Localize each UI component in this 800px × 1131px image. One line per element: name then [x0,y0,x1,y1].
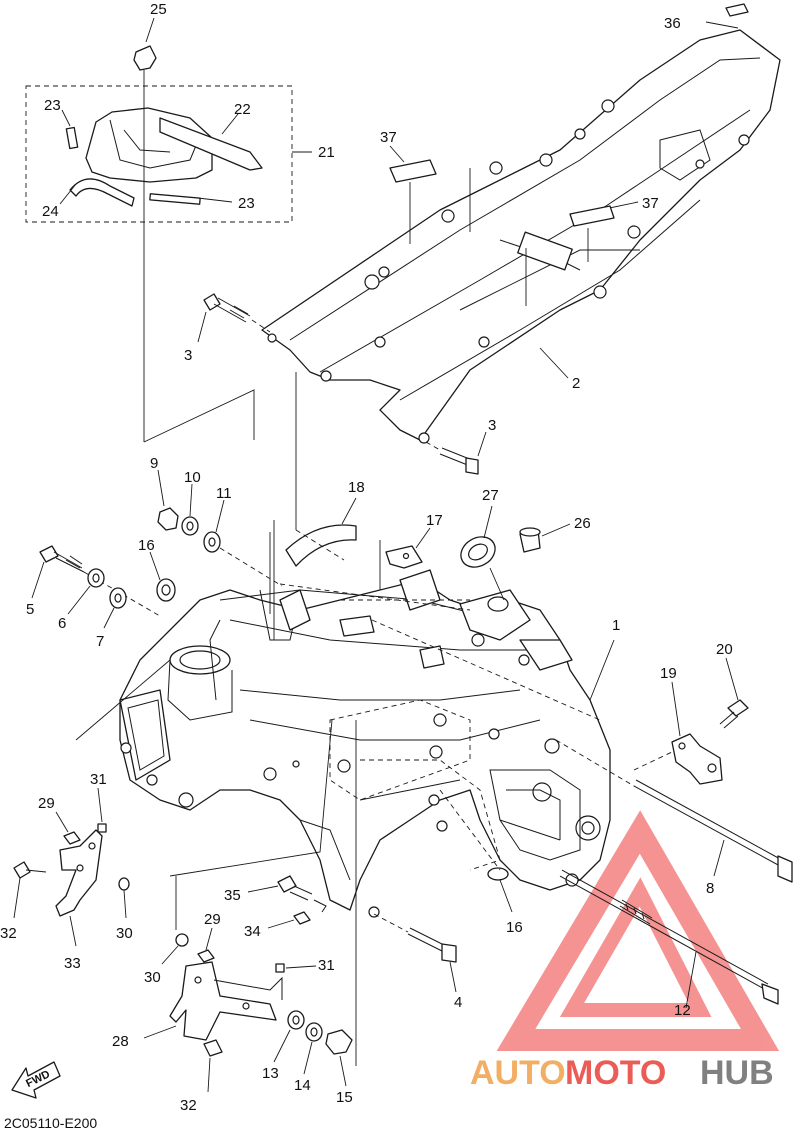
watermark-triangle-logo [496,810,780,1051]
callout-33: 33 [64,955,81,972]
callout-21: 21 [318,144,335,161]
callout-25: 25 [150,1,167,18]
bolt-35 [247,875,327,913]
callout-23-upper: 23 [44,97,61,114]
callout-15: 15 [336,1089,353,1106]
callout-24: 24 [42,203,59,220]
bracket-33 [55,829,103,947]
collar-30-center [161,933,189,965]
bracket-28 [143,961,283,1041]
nut-9 [157,469,179,531]
bolt-32-center [203,1039,223,1093]
callout-27: 27 [482,487,499,504]
callout-8: 8 [706,880,714,897]
watermark-auto: AUTO [470,1054,566,1092]
callout-23-lower: 23 [238,195,255,212]
callout-11: 11 [216,485,232,502]
callout-16-right: 16 [506,919,523,936]
callout-20: 20 [716,641,733,658]
callout-13: 13 [262,1065,279,1082]
callout-29-left: 29 [38,795,55,812]
bolt-25 [133,17,157,442]
shaft-12 [559,869,779,1009]
callout-36: 36 [664,15,681,32]
collar-10 [181,483,199,536]
callout-26: 26 [574,515,591,532]
frame-bracket-details [279,569,573,671]
watermark [496,810,780,1051]
watermark-moto: MOTO [565,1054,666,1092]
fwd-arrow-icon: FWD [11,1061,61,1099]
callout-16-left: 16 [138,537,155,554]
callout-9: 9 [150,455,158,472]
nut-29-left [55,811,81,845]
callout-2: 2 [572,375,580,392]
collar-14 [303,1022,323,1075]
callout-28: 28 [112,1033,129,1050]
bolt-5 [31,545,161,617]
bolt-20 [719,657,749,729]
callout-labels: 1 2 3 3 4 5 6 7 8 9 10 11 12 13 14 15 16… [0,1,733,1114]
cover-assembly-group [25,85,312,223]
callout-35: 35 [224,887,241,904]
callout-3-upper: 3 [184,347,192,364]
plug-26 [519,523,571,553]
guide-lines [75,372,673,1066]
grommet-27 [460,505,505,601]
callout-17: 17 [426,512,443,529]
callout-30-center: 30 [144,969,161,986]
callout-1: 1 [612,617,620,634]
tape-23-top [65,126,79,150]
tape-23-bottom [149,193,201,205]
callout-7: 7 [96,633,104,650]
seal-strip-24 [69,178,135,207]
callout-30-left: 30 [116,925,133,942]
bracket-19 [671,681,723,785]
rear-subframe-part-2 [261,21,781,444]
callout-37-upper: 37 [380,129,397,146]
nut-34 [267,911,311,929]
callout-31-left: 31 [90,771,107,788]
watermark-hub: HUB [700,1054,774,1092]
nut-29-center [197,927,215,963]
callout-18: 18 [348,479,365,496]
callout-32-left: 32 [0,925,17,942]
main-frame-part-1 [119,579,615,918]
collar-11 [203,499,283,587]
bolt-3-lower [425,431,487,475]
collar-13 [273,1010,305,1063]
label-stickers-37 [389,3,749,306]
bolt-32-left [13,861,47,919]
shaft-8 [555,739,793,883]
callout-37-right: 37 [642,195,659,212]
callout-32-center: 32 [180,1097,197,1114]
collar-7 [103,587,127,629]
clip-31-left [97,787,107,833]
callout-34: 34 [244,923,261,940]
nut-15 [325,1029,353,1087]
callout-12: 12 [674,1002,691,1019]
callout-22: 22 [234,101,251,118]
callout-14: 14 [294,1077,311,1094]
bushing-16-right [487,867,513,913]
callout-4: 4 [454,994,462,1011]
seal-strip-22 [159,117,263,171]
callout-6: 6 [58,615,66,632]
callout-3-lower: 3 [488,417,496,434]
bushing-16-left [149,551,176,602]
callout-29-center: 29 [204,911,221,928]
diagram-code: 2C05110-E200 [4,1115,97,1131]
bracket-17 [379,527,431,590]
callout-19: 19 [660,665,677,682]
watermark-text: AUTO MOTO HUB [470,1054,774,1092]
callout-31-center: 31 [318,957,335,974]
callout-10: 10 [184,469,201,486]
collar-6 [67,568,105,615]
callout-5: 5 [26,601,34,618]
bolt-3-upper [197,293,271,343]
bolt-4 [373,913,457,993]
collar-30-left [118,877,130,919]
clip-31-center [275,963,317,973]
